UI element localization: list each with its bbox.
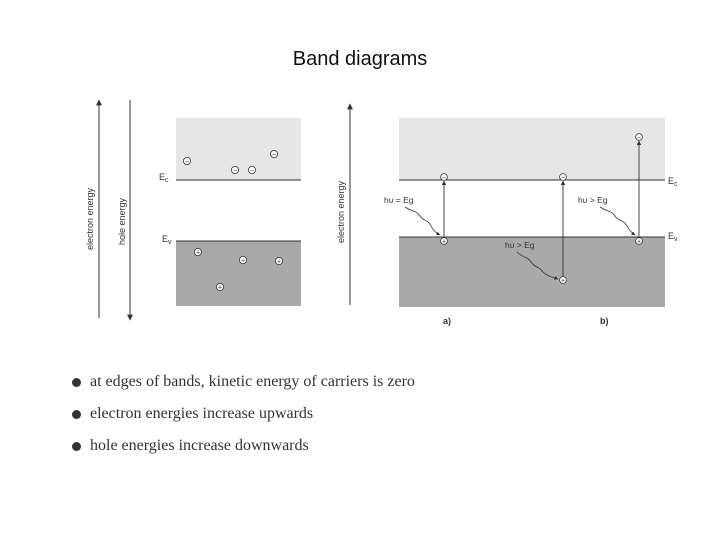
holes-left: + + + + <box>193 247 283 292</box>
svg-text:+: + <box>561 278 565 285</box>
svg-text:−: − <box>185 159 189 166</box>
valence-band-right <box>399 237 665 307</box>
electron-energy-axis-label-right: electron energy <box>336 180 346 243</box>
svg-text:−: − <box>442 175 446 182</box>
svg-text:+: + <box>241 258 245 265</box>
electron: − <box>635 133 643 142</box>
bullet-item: at edges of bands, kinetic energy of car… <box>72 366 415 398</box>
svg-text:−: − <box>637 135 641 142</box>
electron: − <box>182 156 191 166</box>
bullet-dot-icon <box>72 377 81 387</box>
photon-wavy-arrow-mid <box>516 251 559 280</box>
electron: − <box>440 173 448 182</box>
svg-text:+: + <box>196 250 200 257</box>
svg-text:+: + <box>442 239 446 246</box>
svg-text:−: − <box>233 168 237 175</box>
transition-a: hυ = Eg − + <box>384 173 448 246</box>
ec-label-right: Ec <box>668 176 678 188</box>
hole: + <box>215 282 224 292</box>
electron: − <box>269 149 278 159</box>
bullet-list: at edges of bands, kinetic energy of car… <box>72 366 415 462</box>
hole: + <box>193 247 202 257</box>
bullet-dot-icon <box>72 409 81 419</box>
hole: + <box>238 255 247 265</box>
electron: − <box>230 165 239 175</box>
electrons-left: − − − − <box>182 149 278 175</box>
bullet-text: at edges of bands, kinetic energy of car… <box>90 373 415 390</box>
transition-mid: hυ > Eg − + <box>505 173 567 285</box>
svg-text:+: + <box>218 285 222 292</box>
ec-label: Ec <box>159 172 169 184</box>
transition-b-label: hυ > Eg <box>578 195 608 205</box>
hole: + <box>559 276 567 285</box>
electron-energy-axis-label: electron energy <box>85 187 95 250</box>
photon-wavy-arrow-a <box>404 206 441 236</box>
transition-b: hυ > Eg − + <box>578 133 643 246</box>
transition-mid-label: hυ > Eg <box>505 240 535 250</box>
conduction-band-right <box>399 118 665 180</box>
ev-label-right: Ev <box>668 231 678 243</box>
bullet-item: hole energies increase downwards <box>72 430 415 462</box>
transition-a-label: hυ = Eg <box>384 195 414 205</box>
hole-energy-axis-label: hole energy <box>117 197 127 245</box>
caption-b: b) <box>600 316 609 326</box>
electron: − <box>247 165 256 175</box>
ev-label: Ev <box>162 234 172 246</box>
page-title: Band diagrams <box>292 48 428 70</box>
svg-text:−: − <box>561 175 565 182</box>
svg-text:−: − <box>272 152 276 159</box>
photon-wavy-arrow-b <box>599 206 636 236</box>
bullet-dot-icon <box>72 441 81 451</box>
svg-text:+: + <box>277 259 281 266</box>
hole: + <box>635 237 643 246</box>
left-panel: electron energy hole energy Ec Ev − − − … <box>85 99 301 321</box>
bullet-text: hole energies increase downwards <box>90 437 309 454</box>
svg-text:+: + <box>637 239 641 246</box>
bullet-text: electron energies increase upwards <box>90 405 314 422</box>
bullet-item: electron energies increase upwards <box>72 398 415 430</box>
svg-text:−: − <box>250 168 254 175</box>
right-panel: electron energy Ec Ev hυ = Eg − + hυ > E… <box>336 103 678 326</box>
hole: + <box>440 237 448 246</box>
electron: − <box>559 173 567 182</box>
hole: + <box>274 256 283 266</box>
caption-a: a) <box>443 316 451 326</box>
